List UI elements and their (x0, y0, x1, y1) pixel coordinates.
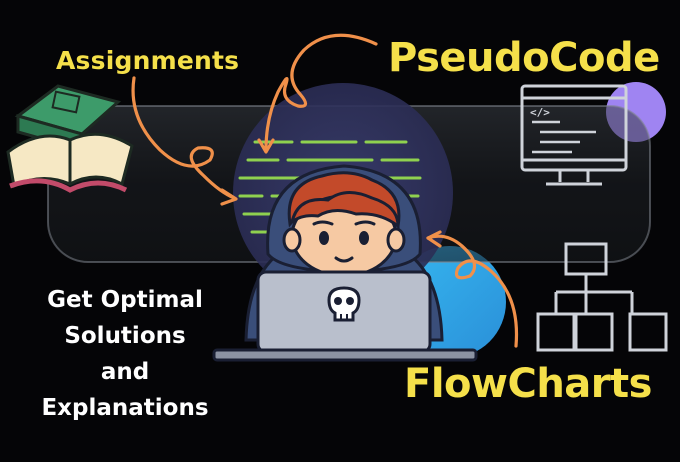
tagline: Get Optimal Solutions and Explanations (10, 282, 240, 426)
assignments-label: Assignments (56, 46, 240, 75)
curved-arrow-icon (131, 33, 519, 348)
flowcharts-label: FlowCharts (404, 361, 652, 407)
tagline-line: Get Optimal (47, 287, 203, 313)
tagline-line: Explanations (41, 395, 209, 421)
tagline-line: and (100, 359, 150, 385)
flowchart-icon (536, 242, 668, 352)
skull-icon (327, 286, 361, 322)
code-monitor-icon: </> (520, 84, 628, 186)
pseudocode-label: PseudoCode (388, 35, 660, 81)
svg-text:</>: </> (530, 106, 550, 119)
tagline-line: Solutions (64, 323, 186, 349)
books-icon (6, 84, 134, 193)
